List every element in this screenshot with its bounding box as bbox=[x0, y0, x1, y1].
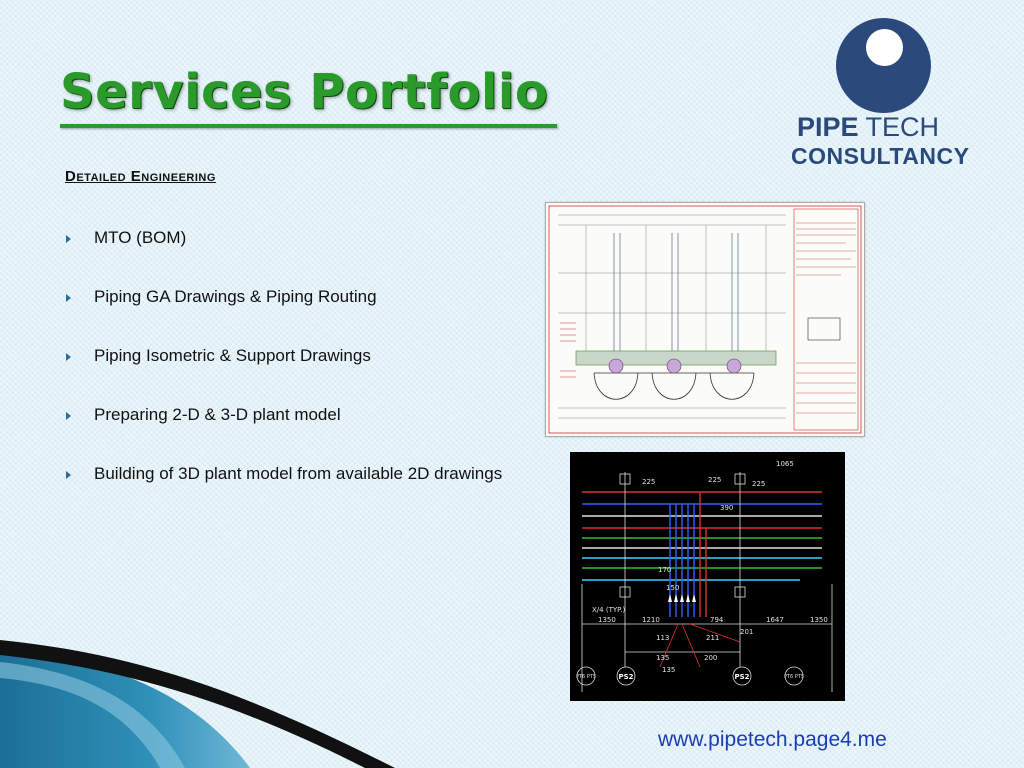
dim-label: 150 bbox=[666, 584, 679, 592]
bullet-arrow-icon bbox=[66, 471, 71, 479]
tag-label: PT6 PT5 bbox=[784, 674, 804, 680]
dim-label: 225 bbox=[752, 480, 765, 488]
bullet-item: Piping GA Drawings & Piping Routing bbox=[66, 285, 506, 309]
dim-label: 1350 bbox=[810, 616, 828, 624]
dim-label: 135 bbox=[656, 654, 669, 662]
dim-label: 200 bbox=[704, 654, 717, 662]
logo-word-consultancy: CONSULTANCY bbox=[791, 143, 970, 169]
piping-ga-drawing-image bbox=[545, 202, 865, 437]
bullet-item: Preparing 2-D & 3-D plant model bbox=[66, 403, 506, 427]
dim-label: 1350 bbox=[598, 616, 616, 624]
dim-label: 1210 bbox=[642, 616, 660, 624]
piping-isometric-drawing-image: 225 225 225 1065 390 170 150 X/4 (TYP.) … bbox=[570, 452, 845, 701]
bullet-text: Building of 3D plant model from availabl… bbox=[94, 464, 503, 483]
bullet-item: Building of 3D plant model from availabl… bbox=[66, 462, 506, 486]
bullet-text: Piping GA Drawings & Piping Routing bbox=[94, 287, 377, 306]
logo-word-tech: TECH bbox=[865, 112, 940, 142]
tag-label: PT6 PT5 bbox=[576, 674, 596, 680]
bullet-item: Piping Isometric & Support Drawings bbox=[66, 344, 506, 368]
bullet-item: MTO (BOM) bbox=[66, 226, 506, 250]
dim-label: 390 bbox=[720, 504, 733, 512]
support-label: PS2 bbox=[734, 673, 749, 681]
bullet-text: Preparing 2-D & 3-D plant model bbox=[94, 405, 341, 424]
dim-label: 135 bbox=[662, 666, 675, 674]
bullet-arrow-icon bbox=[66, 294, 71, 302]
bullet-text: MTO (BOM) bbox=[94, 228, 187, 247]
dim-label: 170 bbox=[658, 566, 671, 574]
title-underline bbox=[60, 124, 557, 128]
bullet-arrow-icon bbox=[66, 412, 71, 420]
support-label: PS2 bbox=[618, 673, 633, 681]
bullet-arrow-icon bbox=[66, 353, 71, 361]
dim-label: 1065 bbox=[776, 460, 794, 468]
dim-label: X/4 (TYP.) bbox=[592, 606, 625, 614]
dim-label: 225 bbox=[708, 476, 721, 484]
piping-isometric-graphic: 225 225 225 1065 390 170 150 X/4 (TYP.) … bbox=[576, 460, 833, 692]
website-link[interactable]: www.pipetech.page4.me bbox=[658, 728, 887, 751]
dim-label: 211 bbox=[706, 634, 719, 642]
bullet-arrow-icon bbox=[66, 235, 71, 243]
dim-label: 113 bbox=[656, 634, 669, 642]
dim-label: 225 bbox=[642, 478, 655, 486]
logo-dot bbox=[866, 29, 903, 66]
dim-label: 1647 bbox=[766, 616, 784, 624]
dim-label: 201 bbox=[740, 628, 753, 636]
logo-wordmark: PIPE TECH bbox=[797, 112, 939, 143]
logo-word-pipe: PIPE bbox=[797, 112, 859, 142]
bullet-text: Piping Isometric & Support Drawings bbox=[94, 346, 371, 365]
section-subheading: Detailed Engineering bbox=[65, 168, 216, 185]
dim-label: 794 bbox=[710, 616, 724, 624]
slide-title: Services Portfolio bbox=[60, 64, 549, 120]
piping-ga-drawing-graphic bbox=[548, 205, 862, 434]
services-bullet-list: MTO (BOM) Piping GA Drawings & Piping Ro… bbox=[66, 226, 506, 521]
